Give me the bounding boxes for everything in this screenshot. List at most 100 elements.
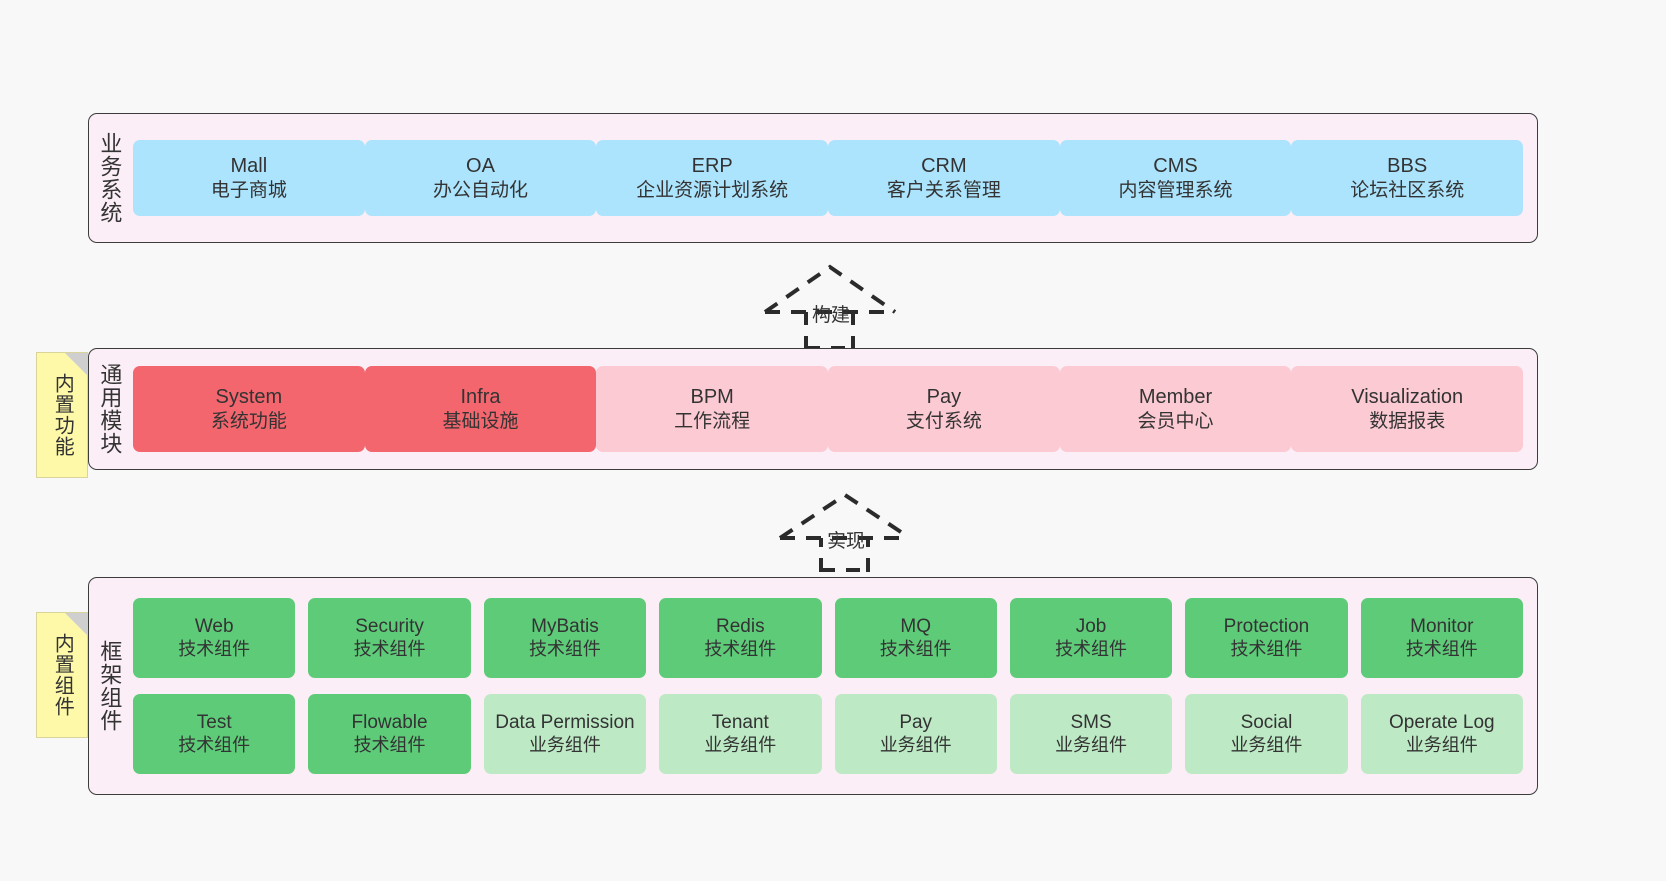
card-job[interactable]: Job 技术组件 (1009, 598, 1173, 678)
card-title: Pay (899, 712, 933, 734)
card-member[interactable]: Member 会员中心 (1059, 366, 1292, 452)
card-subtitle: 技术组件 (528, 638, 601, 659)
card-bbs[interactable]: BBS 论坛社区系统 (1291, 140, 1524, 216)
layer-body-business-system: Mall 电子商城 OA 办公自动化 ERP 企业资源计划系统 CRM 客户关系… (129, 114, 1537, 242)
card-title: Member (1138, 386, 1213, 409)
connector-label-build: 构建 (812, 305, 851, 326)
card-oa[interactable]: OA 办公自动化 (364, 140, 597, 216)
card-protection[interactable]: Protection 技术组件 (1185, 598, 1348, 678)
card-subtitle: 论坛社区系统 (1350, 179, 1465, 201)
card-title: MyBatis (531, 616, 599, 638)
card-flowable[interactable]: Flowable 技术组件 (308, 694, 471, 774)
card-social[interactable]: Social 业务组件 (1185, 694, 1348, 774)
card-tenant[interactable]: Tenant 业务组件 (659, 694, 822, 774)
card-title: MQ (900, 616, 931, 638)
card-title: BPM (690, 386, 734, 409)
framework-row-bottom: Test 技术组件 Flowable 技术组件 Data Permission … (133, 694, 1523, 774)
layer-title-common-module: 通用模块 (97, 363, 123, 455)
note-builtin-component: 内置组件 (36, 612, 88, 738)
card-pay-module[interactable]: Pay 支付系统 (828, 366, 1060, 452)
connector-build: 构建 (760, 262, 900, 350)
note-label: 内置组件 (51, 633, 74, 717)
card-title: OA (466, 155, 495, 178)
card-subtitle: 办公自动化 (433, 179, 529, 201)
card-web[interactable]: Web 技术组件 (133, 598, 296, 678)
card-subtitle: 技术组件 (1055, 638, 1128, 659)
card-subtitle: 业务组件 (1055, 734, 1128, 755)
card-security[interactable]: Security 技术组件 (308, 598, 471, 678)
card-title: Visualization (1351, 386, 1464, 409)
card-subtitle: 技术组件 (353, 638, 426, 659)
card-title: Flowable (351, 712, 428, 734)
card-title: ERP (691, 155, 733, 178)
card-title: BBS (1387, 155, 1428, 178)
note-label: 内置功能 (51, 373, 74, 457)
card-title: Pay (926, 386, 962, 409)
card-subtitle: 基础设施 (442, 410, 519, 432)
card-subtitle: 工作流程 (674, 410, 751, 432)
card-title: Test (196, 712, 232, 734)
card-mybatis[interactable]: MyBatis 技术组件 (483, 598, 647, 678)
card-title: System (215, 386, 283, 409)
card-subtitle: 支付系统 (905, 410, 982, 432)
card-title: Data Permission (495, 712, 635, 734)
card-mall[interactable]: Mall 电子商城 (133, 140, 365, 216)
note-builtin-function: 内置功能 (36, 352, 88, 478)
card-subtitle: 系统功能 (210, 410, 287, 432)
layer-business-system: 业务系统 Mall 电子商城 OA 办公自动化 ERP 企业资源计划系统 CRM… (88, 113, 1538, 243)
card-subtitle: 业务组件 (704, 734, 777, 755)
arrowhead-triangle-build (763, 264, 897, 314)
card-infra[interactable]: Infra 基础设施 (364, 366, 597, 452)
card-mq[interactable]: MQ 技术组件 (834, 598, 997, 678)
card-title: Tenant (711, 712, 769, 734)
card-title: Job (1075, 616, 1107, 638)
card-system[interactable]: System 系统功能 (133, 366, 365, 452)
card-subtitle: 客户关系管理 (886, 179, 1001, 201)
card-title: Security (355, 616, 424, 638)
card-title: CRM (921, 155, 967, 178)
card-subtitle: 数据报表 (1369, 410, 1446, 432)
card-title: Mall (230, 155, 268, 178)
card-subtitle: 内容管理系统 (1118, 179, 1233, 201)
card-crm[interactable]: CRM 客户关系管理 (828, 140, 1060, 216)
layer-body-common-module: System 系统功能 Infra 基础设施 BPM 工作流程 Pay 支付系统… (129, 349, 1537, 469)
card-subtitle: 技术组件 (1230, 638, 1303, 659)
card-subtitle: 电子商城 (210, 179, 287, 201)
card-subtitle: 业务组件 (1230, 734, 1303, 755)
card-subtitle: 技术组件 (879, 638, 952, 659)
card-visualization[interactable]: Visualization 数据报表 (1291, 366, 1524, 452)
card-pay-component[interactable]: Pay 业务组件 (834, 694, 997, 774)
card-title: SMS (1070, 712, 1112, 734)
card-title: Monitor (1410, 616, 1474, 638)
card-title: Operate Log (1388, 712, 1495, 734)
card-subtitle: 企业资源计划系统 (636, 179, 789, 201)
layer-title-framework-component: 框架组件 (97, 640, 123, 732)
card-redis[interactable]: Redis 技术组件 (659, 598, 822, 678)
layer-body-framework-component: Web 技术组件 Security 技术组件 MyBatis 技术组件 Redi… (129, 578, 1537, 794)
connector-implement: 实现 (775, 490, 915, 572)
card-subtitle: 技术组件 (178, 638, 251, 659)
card-title: Redis (716, 616, 765, 638)
layer-title-business-system: 业务系统 (97, 132, 123, 224)
card-subtitle: 技术组件 (1405, 638, 1478, 659)
card-operate-log[interactable]: Operate Log 业务组件 (1360, 694, 1523, 774)
card-test[interactable]: Test 技术组件 (133, 694, 296, 774)
card-erp[interactable]: ERP 企业资源计划系统 (596, 140, 829, 216)
card-title: Social (1240, 712, 1293, 734)
layer-common-module: 通用模块 System 系统功能 Infra 基础设施 BPM 工作流程 Pay… (88, 348, 1538, 470)
card-subtitle: 技术组件 (353, 734, 426, 755)
card-subtitle: 技术组件 (178, 734, 251, 755)
card-sms[interactable]: SMS 业务组件 (1009, 694, 1173, 774)
card-monitor[interactable]: Monitor 技术组件 (1360, 598, 1523, 678)
connector-label-implement: 实现 (827, 531, 866, 552)
card-subtitle: 业务组件 (1405, 734, 1478, 755)
card-data-permission[interactable]: Data Permission 业务组件 (483, 694, 647, 774)
card-subtitle: 业务组件 (528, 734, 601, 755)
card-bpm[interactable]: BPM 工作流程 (596, 366, 829, 452)
card-cms[interactable]: CMS 内容管理系统 (1059, 140, 1292, 216)
card-subtitle: 业务组件 (879, 734, 952, 755)
card-title: CMS (1153, 155, 1198, 178)
card-title: Protection (1223, 616, 1310, 638)
card-subtitle: 技术组件 (704, 638, 777, 659)
